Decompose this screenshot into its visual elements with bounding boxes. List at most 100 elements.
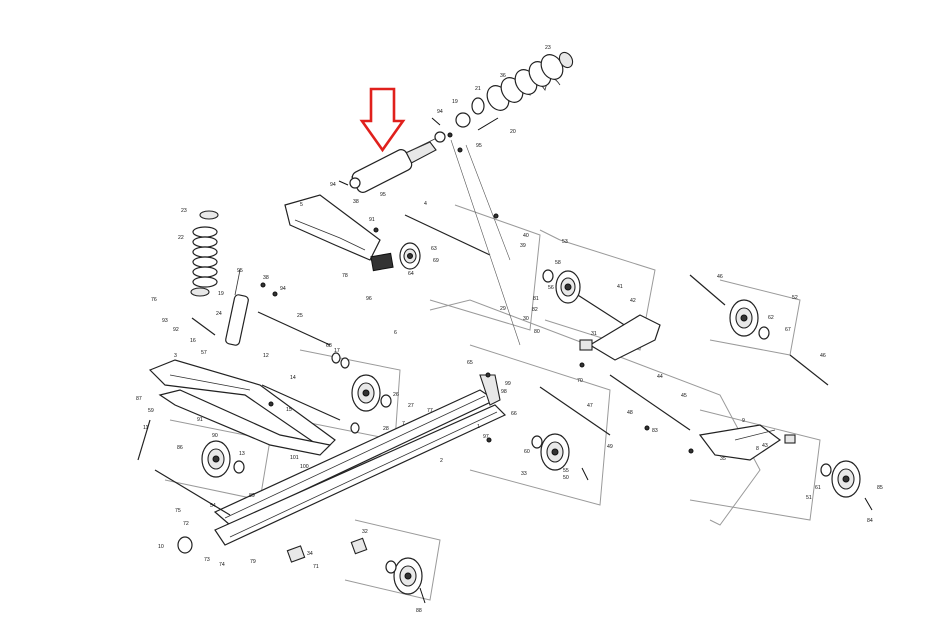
hardware xyxy=(177,117,873,604)
front-spring xyxy=(190,210,249,346)
callout-21: 21 xyxy=(475,86,481,92)
callout-77: 77 xyxy=(427,408,433,414)
wheel-a xyxy=(201,440,231,478)
callout-97: 97 xyxy=(483,434,489,440)
slide-rails xyxy=(213,374,507,546)
callout-23: 23 xyxy=(181,208,187,214)
callout-69: 69 xyxy=(433,258,439,264)
callout-93: 93 xyxy=(162,318,168,324)
wheel-g xyxy=(555,270,581,304)
callout-101: 101 xyxy=(290,455,299,461)
callout-95: 95 xyxy=(380,192,386,198)
callout-34: 34 xyxy=(307,551,313,557)
callout-91: 91 xyxy=(197,417,203,423)
callout-8: 8 xyxy=(756,446,759,452)
callout-86: 86 xyxy=(177,445,183,451)
callout-76: 76 xyxy=(151,297,157,303)
callout-61: 61 xyxy=(815,485,821,491)
callout-94: 94 xyxy=(437,109,443,115)
callout-54: 54 xyxy=(210,503,216,509)
callout-40: 40 xyxy=(523,233,529,239)
callout-19: 19 xyxy=(218,291,224,297)
callout-3: 3 xyxy=(174,353,177,359)
callout-58: 58 xyxy=(555,260,561,266)
callout-10: 10 xyxy=(158,544,164,550)
callout-45: 45 xyxy=(681,393,687,399)
shock-spring xyxy=(455,51,574,131)
callout-84: 84 xyxy=(867,518,873,524)
callout-19: 19 xyxy=(452,99,458,105)
callout-39: 39 xyxy=(520,243,526,249)
callout-35: 35 xyxy=(720,456,726,462)
callout-67: 67 xyxy=(785,327,791,333)
front-arm xyxy=(137,359,336,516)
callout-44: 44 xyxy=(657,374,663,380)
callout-88: 88 xyxy=(416,608,422,614)
wheel-f xyxy=(729,299,759,337)
callout-38: 38 xyxy=(263,275,269,281)
leader-lines xyxy=(450,139,521,346)
wheel-b xyxy=(351,374,381,412)
callout-1: 1 xyxy=(477,424,480,430)
callout-94: 94 xyxy=(280,286,286,292)
callout-66: 66 xyxy=(511,411,517,417)
callout-46: 46 xyxy=(717,274,723,280)
callout-59: 59 xyxy=(148,408,154,414)
callout-24: 24 xyxy=(216,311,222,317)
callout-50: 50 xyxy=(563,475,569,481)
callout-82: 82 xyxy=(532,307,538,313)
callout-55: 55 xyxy=(563,468,569,474)
callout-6: 6 xyxy=(394,330,397,336)
callout-23: 23 xyxy=(545,45,551,51)
callout-13: 13 xyxy=(239,451,245,457)
callout-95: 95 xyxy=(237,268,243,274)
rear-arm xyxy=(588,314,782,461)
callout-85: 85 xyxy=(877,485,883,491)
callout-17: 17 xyxy=(334,348,340,354)
callout-83: 83 xyxy=(652,428,658,434)
wheel-e xyxy=(831,460,861,498)
front-bracket xyxy=(284,194,394,272)
callout-70: 70 xyxy=(577,378,583,384)
callout-92: 92 xyxy=(173,327,179,333)
callout-9: 9 xyxy=(742,418,745,424)
callout-47: 47 xyxy=(587,403,593,409)
callout-75: 75 xyxy=(175,508,181,514)
callout-30: 30 xyxy=(523,316,529,322)
callout-12: 12 xyxy=(263,353,269,359)
callout-26: 26 xyxy=(393,392,399,398)
callout-89: 89 xyxy=(249,493,255,499)
callout-28: 28 xyxy=(383,426,389,432)
callout-74: 74 xyxy=(219,562,225,568)
callout-53: 53 xyxy=(562,239,568,245)
callout-15: 15 xyxy=(286,407,292,413)
callout-62: 62 xyxy=(768,315,774,321)
callout-81: 81 xyxy=(533,296,539,302)
callout-78: 78 xyxy=(342,273,348,279)
callout-41: 41 xyxy=(617,284,623,290)
callout-60: 60 xyxy=(524,449,530,455)
callout-5: 5 xyxy=(300,202,303,208)
callout-52: 52 xyxy=(792,295,798,301)
callout-labels: 23 36 21 20 19 94 95 38 94 95 23 22 95 3… xyxy=(136,45,883,614)
callout-14: 14 xyxy=(290,375,296,381)
callout-56: 56 xyxy=(548,285,554,291)
rear-shock xyxy=(349,131,446,193)
callout-32: 32 xyxy=(362,529,368,535)
callout-87: 87 xyxy=(136,396,142,402)
callout-29: 29 xyxy=(500,306,506,312)
callout-42: 42 xyxy=(630,298,636,304)
callout-49: 49 xyxy=(607,444,613,450)
callout-94: 94 xyxy=(330,182,336,188)
callout-43: 43 xyxy=(762,443,768,449)
callout-71: 71 xyxy=(313,564,319,570)
callout-68: 68 xyxy=(326,343,332,349)
callout-36: 36 xyxy=(500,73,506,79)
callout-65: 65 xyxy=(467,360,473,366)
callout-63: 63 xyxy=(431,246,437,252)
callout-2: 2 xyxy=(440,458,443,464)
callout-46: 46 xyxy=(820,353,826,359)
callout-91: 91 xyxy=(369,217,375,223)
callout-33: 33 xyxy=(521,471,527,477)
